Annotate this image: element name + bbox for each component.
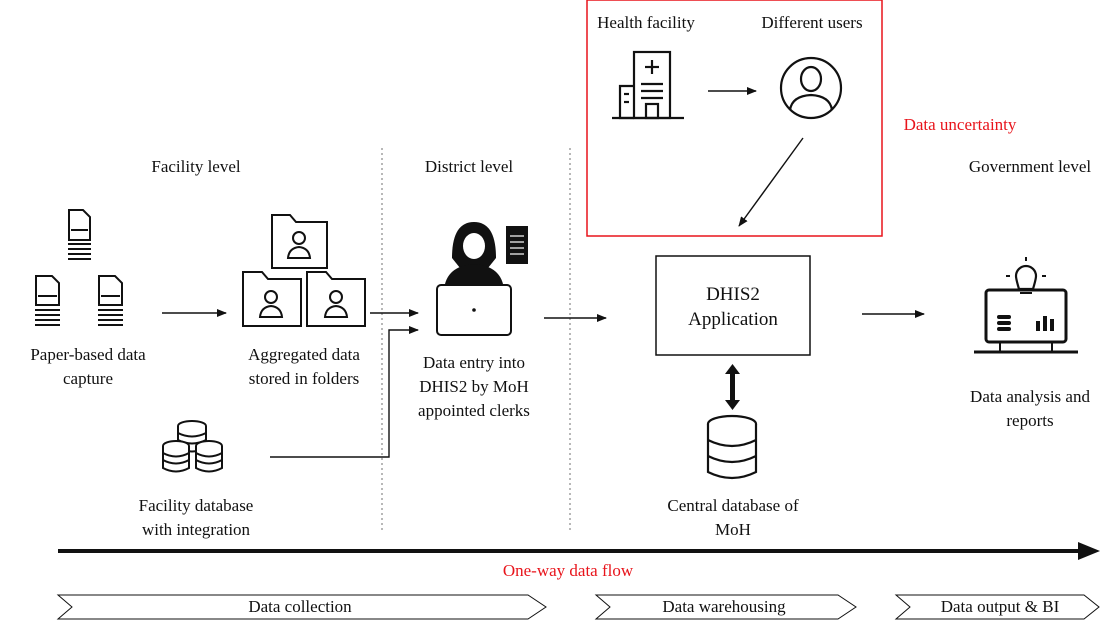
dhis2-label-2: Application — [688, 309, 778, 330]
phase-output-label: Data output & BI — [941, 597, 1060, 616]
facility-db-label-1: Facility database — [139, 496, 254, 515]
phase-collection-label: Data collection — [248, 597, 352, 616]
users-to-dhis2-arrow — [738, 137, 804, 227]
clerk-laptop-icon — [436, 222, 528, 336]
bidirectional-arrow — [725, 364, 740, 410]
dhis2-label-1: DHIS2 — [706, 284, 760, 305]
phase-warehousing-label: Data warehousing — [662, 597, 786, 616]
facility-db-label-2: with integration — [142, 520, 251, 539]
phase-chevron-output — [894, 594, 1100, 620]
data-uncertainty-box — [586, 0, 883, 237]
paper-capture-label-1: Paper-based data — [30, 345, 146, 364]
database-stack-icon — [162, 420, 223, 473]
government-level-label: Government level — [969, 157, 1092, 176]
central-db-label-2: MoH — [715, 520, 751, 539]
hospital-building-icon — [612, 50, 684, 120]
central-db-label-1: Central database of — [667, 496, 799, 515]
aggregated-data-label-1: Aggregated data — [248, 345, 360, 364]
different-users-label: Different users — [761, 13, 862, 32]
aggregated-data-label-2: stored in folders — [249, 369, 359, 388]
user-circle-icon — [779, 56, 843, 120]
data-uncertainty-label: Data uncertainty — [904, 115, 1017, 134]
analysis-label-1: Data analysis and — [970, 387, 1090, 406]
facility-db-to-clerks-connector — [270, 326, 419, 458]
district-level-label: District level — [425, 157, 514, 176]
one-way-flow-arrowhead — [1078, 542, 1100, 560]
clerks-label-1: Data entry into — [423, 353, 525, 372]
phase-chevron-collection — [56, 594, 547, 620]
analytics-monitor-icon — [974, 257, 1078, 354]
central-database-icon — [706, 414, 758, 480]
clerks-label-2: DHIS2 by MoH — [419, 377, 529, 396]
dhis2-application-box — [655, 255, 811, 356]
paper-stacks-icon — [35, 209, 123, 326]
clerks-label-3: appointed clerks — [418, 401, 530, 420]
paper-capture-label-2: capture — [63, 369, 113, 388]
one-way-flow-label: One-way data flow — [503, 561, 634, 580]
facility-level-label: Facility level — [151, 157, 241, 176]
phase-chevron-warehousing — [594, 594, 857, 620]
health-facility-label: Health facility — [597, 13, 695, 32]
user-folders-icon — [242, 214, 366, 327]
analysis-label-2: reports — [1006, 411, 1053, 430]
